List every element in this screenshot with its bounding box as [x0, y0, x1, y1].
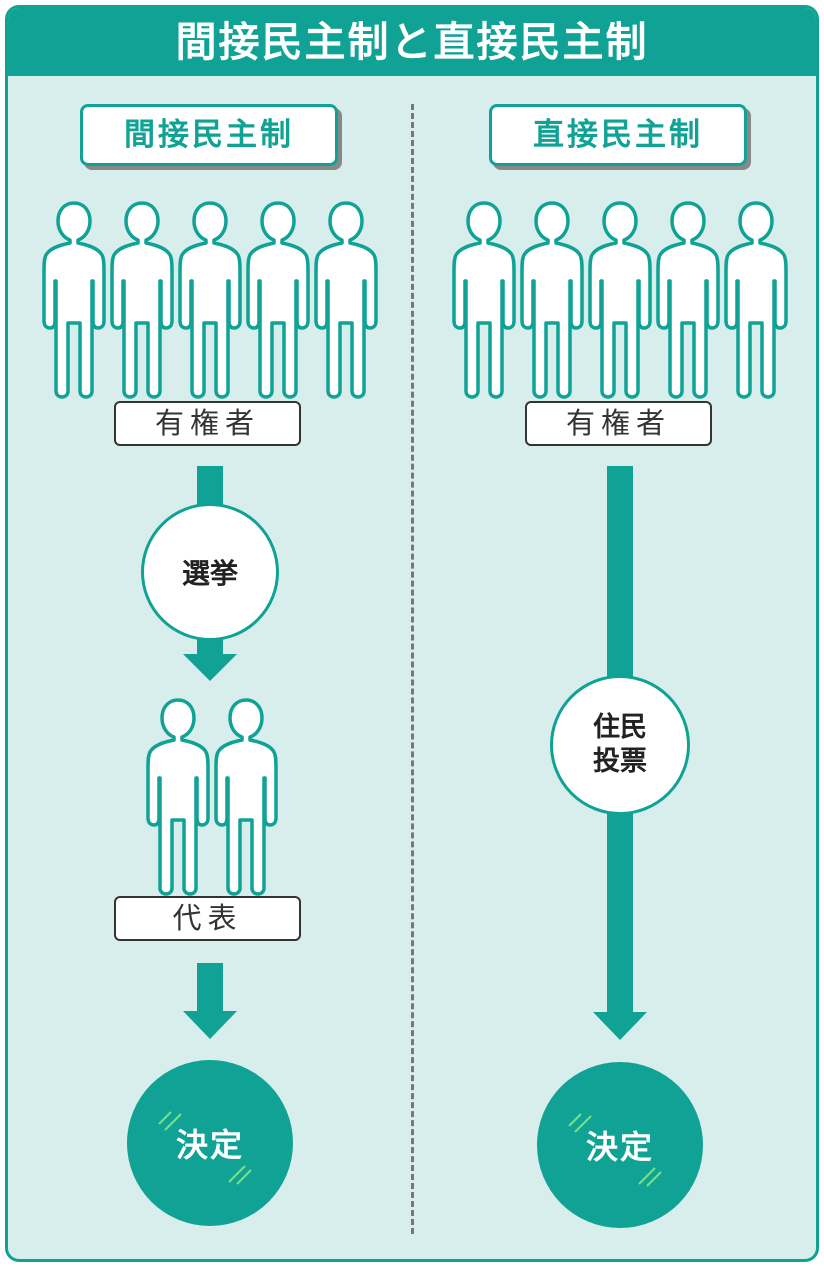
decision-label-left: 決定	[175, 1126, 244, 1164]
person-icon	[178, 201, 242, 399]
voters-group-right	[452, 201, 788, 399]
voters-group-left	[42, 201, 378, 399]
sparkle-icon	[158, 1111, 182, 1131]
person-icon	[452, 201, 516, 399]
center-divider	[411, 104, 414, 1234]
decision-circle-right: 決定	[537, 1062, 703, 1228]
election-label: 選挙	[181, 557, 238, 590]
arrow-down-icon	[593, 1012, 647, 1040]
person-icon	[656, 201, 720, 399]
arrow-stem-left-bottom	[197, 963, 223, 1013]
representatives-label: 代表	[114, 896, 301, 941]
referendum-circle: 住民投票	[550, 675, 690, 815]
decision-label-right: 決定	[585, 1128, 654, 1166]
arrow-down-icon	[183, 1011, 237, 1039]
person-icon	[588, 201, 652, 399]
voters-label-left: 有権者	[114, 401, 301, 446]
person-icon	[214, 698, 278, 896]
sparkle-icon	[638, 1167, 662, 1187]
person-icon	[724, 201, 788, 399]
direct-democracy-heading: 直接民主制	[489, 104, 747, 166]
election-circle: 選挙	[141, 503, 279, 641]
person-icon	[520, 201, 584, 399]
voters-label-right: 有権者	[525, 401, 712, 446]
person-icon	[146, 698, 210, 896]
person-icon	[246, 201, 310, 399]
arrow-down-icon	[183, 654, 237, 681]
representatives-group	[146, 698, 278, 896]
decision-circle-left: 決定	[127, 1060, 293, 1226]
person-icon	[314, 201, 378, 399]
page-title: 間接民主制と直接民主制	[8, 8, 816, 76]
sparkle-icon	[228, 1165, 252, 1185]
referendum-label: 住民投票	[593, 712, 647, 777]
person-icon	[42, 201, 106, 399]
sparkle-icon	[568, 1113, 592, 1133]
person-icon	[110, 201, 174, 399]
diagram-frame: 間接民主制と直接民主制 間接民主制 有権者 選挙 代表 決定 直接民主制 有権者…	[5, 5, 819, 1262]
indirect-democracy-heading: 間接民主制	[80, 104, 338, 166]
